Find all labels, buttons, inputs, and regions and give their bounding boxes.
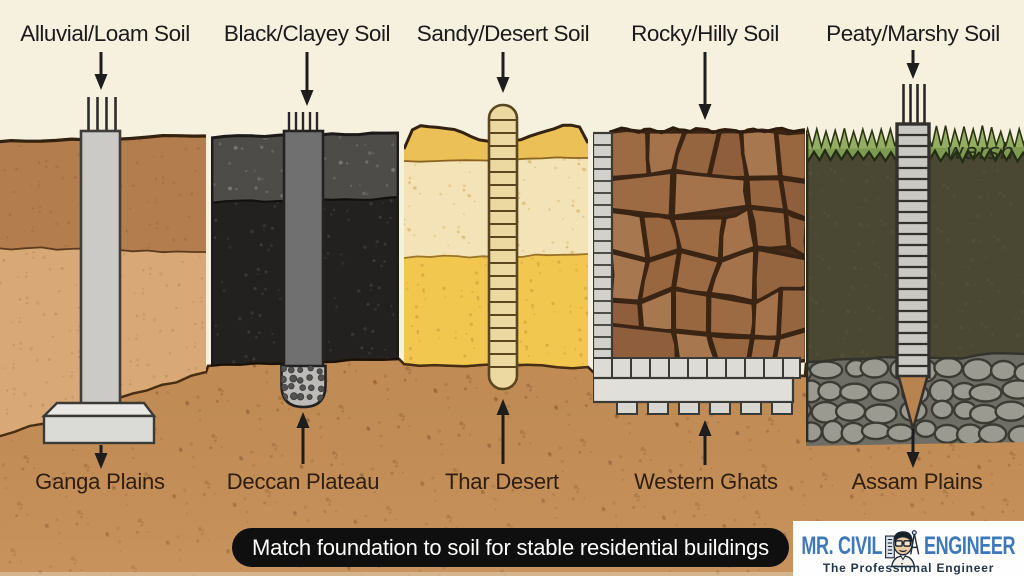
region-label-arrow-2 [496,399,510,464]
soil-label-arrow-0 [94,52,108,90]
region-label-4: Assam Plains [851,469,983,494]
brand-text-left: MR. CIVIL [801,531,883,560]
soil-label-1: Black/Clayey Soil [223,21,391,46]
brand-text-right: ENGINEER [924,531,1016,560]
soil-label-arrow-4 [906,50,920,79]
region-label-0: Ganga Plains [35,469,165,494]
region-label-3: Western Ghats [634,469,778,494]
soil-label-0: Alluvial/Loam Soil [20,21,190,46]
peaty-soil-column [806,125,1024,446]
region-label-arrow-1 [296,412,310,464]
marsh-handwritten-note: warsh [946,140,1015,165]
region-label-arrow-0 [94,445,108,469]
alluvial-pile-foundation [41,97,157,445]
brand-tagline: The Professional Engineer [822,561,995,575]
brand-logo: MR. CIVIL ENGINEER The Professional Engi… [793,521,1024,576]
annotation-arrows [94,50,920,469]
soil-label-arrow-2 [496,52,510,93]
soil-label-4: Peaty/Marshy Soil [826,21,1000,46]
soil-label-arrow-1 [300,52,314,106]
region-label-arrow-4 [906,429,920,468]
caption-text: Match foundation to soil for stable resi… [252,534,769,560]
region-label-1: Deccan Plateau [226,469,380,494]
region-label-arrow-3 [698,420,712,465]
rocky-soil-column [593,126,805,415]
soil-label-2: Sandy/Desert Soil [416,21,590,46]
caption-bar: Match foundation to soil for stable resi… [232,528,789,567]
sandy-soil-pile-foundation [487,103,519,391]
soil-label-arrow-3 [698,52,712,120]
region-label-2: Thar Desert [445,469,559,494]
engineer-avatar [885,529,920,567]
black-soil-pile-foundation [280,112,327,409]
peaty-soil-pile-foundation [895,84,931,434]
soil-label-3: Rocky/Hilly Soil [631,21,779,46]
brand-logo-row: MR. CIVIL ENGINEER [801,527,1016,567]
